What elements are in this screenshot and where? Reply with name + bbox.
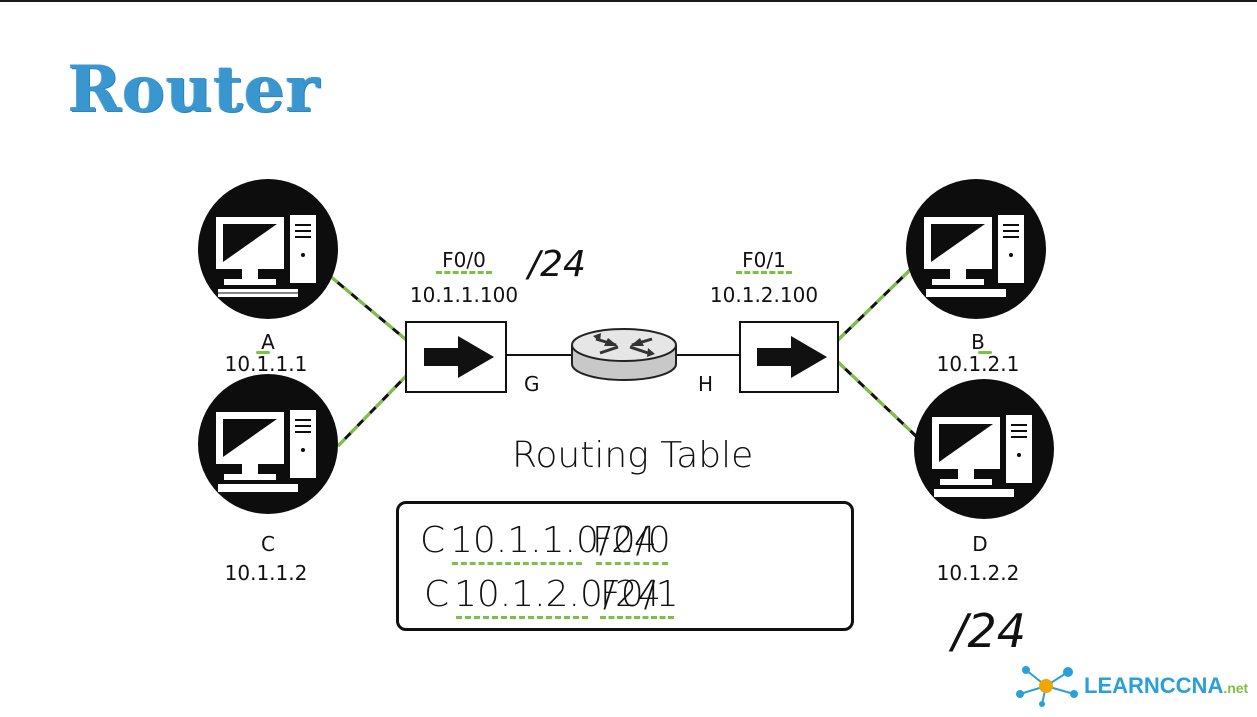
host-a-name: A [261,330,275,354]
switch-h [739,321,839,393]
interface-left-ip: 10.1.1.100 [409,283,519,307]
host-d-name: D [972,532,988,556]
interface-right-underline [736,271,792,274]
logo-brand: LEARNCCNA [1084,673,1224,698]
interface-right-name: F0/1 [742,248,786,272]
pc-a-icon [198,179,338,319]
switch-g-label: G [524,372,540,396]
pc-c-icon [198,374,338,514]
host-a-ip: 10.1.1.1 [224,352,308,376]
learnccna-logo: LEARNCCNA.net [1012,664,1248,708]
link-h-to-d [836,360,920,440]
host-c-name: C [261,532,275,556]
routing-table-box [396,501,854,631]
routing-entry-2-interface-underline [600,616,674,619]
switch-g [405,321,507,393]
interface-left-name: F0/0 [442,248,486,272]
mask-note-top: /24 [528,244,586,285]
network-nodes-icon [1016,666,1078,707]
host-b-underline [978,351,992,354]
pc-b-icon [906,179,1046,319]
top-border [0,0,1257,2]
routing-entry-2-network-underline [456,616,588,619]
logo-text: LEARNCCNA.net [1084,673,1248,699]
routing-table-heading: Routing Table [512,435,754,476]
routing-entry-1-interface-underline [596,562,668,565]
host-d-ip: 10.1.2.2 [936,561,1020,585]
pc-d-icon [914,379,1054,519]
routing-entry-2-interface: F0/1 [600,574,679,615]
routing-entry-1-network-underline [452,562,582,565]
router-icon [571,328,677,381]
interface-left-underline [436,271,492,274]
link-h-to-b [836,266,914,342]
host-b-ip: 10.1.2.1 [936,352,1020,376]
host-b-name: B [971,330,985,354]
link-c-to-g [336,370,412,448]
switch-h-label: H [698,372,714,396]
interface-right-ip: 10.1.2.100 [709,283,819,307]
host-a-underline [256,351,270,354]
slide-title: Router [68,52,321,127]
routing-entry-1-network: 10.1.1.0/24 [450,520,657,561]
mask-note-bottom: /24 [952,604,1027,658]
routing-entry-1-code: C [420,520,446,561]
host-c-ip: 10.1.1.2 [224,561,308,585]
link-a-to-g [329,274,411,345]
logo-suffix: .net [1223,680,1249,696]
routing-entry-2-code: C [424,574,450,615]
routing-entry-2-network: 10.1.2.0/24 [454,574,661,615]
routing-entry-1-interface: F0/0 [592,520,671,561]
